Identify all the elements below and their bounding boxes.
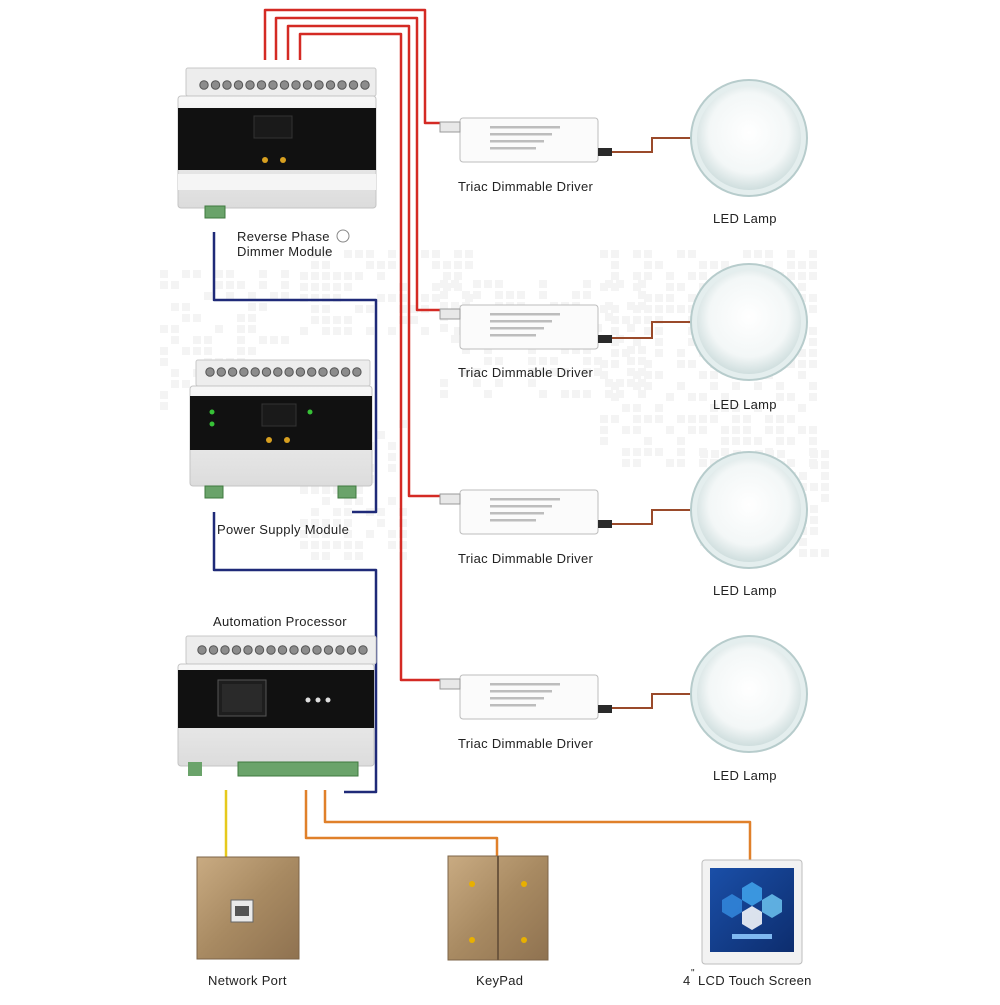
dimmer-label-line1: Reverse Phase <box>237 229 330 244</box>
terminal-screw <box>231 645 242 655</box>
terminal-screw <box>284 367 294 377</box>
terminal-screw <box>220 645 230 655</box>
terminal-screw <box>360 80 370 90</box>
driver-label-2: Triac Dimmable Driver <box>458 365 593 380</box>
terminal-screw <box>205 367 215 377</box>
terminal-screw <box>323 645 334 655</box>
touchscreen-size: 4 <box>683 973 691 988</box>
terminal-screw <box>210 80 221 90</box>
terminal-screw <box>222 80 232 90</box>
power-supply-module[interactable] <box>189 359 373 499</box>
keypad-device[interactable] <box>447 855 549 961</box>
terminal-screw <box>335 645 345 655</box>
lamp-label-3: LED Lamp <box>713 583 777 598</box>
terminal-screw <box>261 367 272 377</box>
lamp-group <box>690 79 808 753</box>
reverse-phase-dimmer-module[interactable] <box>177 67 377 219</box>
touchscreen-label: LCD Touch Screen <box>698 973 812 988</box>
terminal-screw <box>289 645 299 655</box>
terminal-screw <box>277 645 288 655</box>
led-lamp-1[interactable] <box>690 79 808 197</box>
terminal-screw <box>197 645 207 655</box>
terminal-screw <box>295 367 306 377</box>
terminal-screw <box>314 80 324 90</box>
network-port-label: Network Port <box>208 973 287 988</box>
terminal-screw <box>300 645 311 655</box>
dimmer-label-line2: Dimmer Module <box>237 244 333 259</box>
lamp-wires <box>598 137 692 709</box>
terminal-screw <box>227 367 238 377</box>
terminal-screw <box>358 645 368 655</box>
keypad-wire <box>304 790 499 858</box>
terminal-screw <box>273 367 283 377</box>
device-wires <box>224 790 752 860</box>
status-indicator-icon <box>336 229 350 243</box>
automation-processor[interactable] <box>177 635 377 777</box>
terminal-screw <box>318 367 328 377</box>
terminal-screw <box>245 80 255 90</box>
triac-dimmable-driver-4[interactable] <box>439 674 612 720</box>
terminal-screw <box>325 80 336 90</box>
terminal-screw <box>291 80 301 90</box>
load-wire-3 <box>286 24 460 498</box>
load-wire-1 <box>263 8 460 125</box>
triac-dimmable-driver-2[interactable] <box>439 304 612 350</box>
terminal-screw <box>208 645 219 655</box>
led-lamp-2[interactable] <box>690 263 808 381</box>
triac-dimmable-driver-3[interactable] <box>439 489 612 535</box>
lamp-label-1: LED Lamp <box>713 211 777 226</box>
terminal-screw <box>352 367 362 377</box>
bus-wires <box>212 232 378 794</box>
terminal-screw <box>307 367 317 377</box>
led-lamp-3[interactable] <box>690 451 808 569</box>
terminal-screw <box>346 645 357 655</box>
processor-terminal-block <box>197 645 368 655</box>
driver-group <box>439 117 612 720</box>
terminal-screw <box>329 367 339 377</box>
bus-wire-power-to-processor <box>212 512 378 794</box>
bus-wire-dimmer-to-power <box>212 232 378 514</box>
driver-label-3: Triac Dimmable Driver <box>458 551 593 566</box>
driver-label-1: Triac Dimmable Driver <box>458 179 593 194</box>
touchscreen-wire <box>323 790 752 860</box>
terminal-screw <box>268 80 278 90</box>
terminal-screw <box>250 367 260 377</box>
driver-label-4: Triac Dimmable Driver <box>458 736 593 751</box>
terminal-screw <box>199 80 209 90</box>
terminal-screw <box>266 645 276 655</box>
processor-label: Automation Processor <box>213 614 347 629</box>
lamp-label-2: LED Lamp <box>713 397 777 412</box>
power-terminal-block <box>205 367 362 377</box>
network-port-device[interactable] <box>196 856 300 960</box>
terminal-screw <box>340 367 351 377</box>
terminal-screw <box>348 80 359 90</box>
terminal-screw <box>279 80 290 90</box>
terminal-screw <box>312 645 322 655</box>
terminal-screw <box>256 80 267 90</box>
dimmer-terminal-block <box>199 80 370 90</box>
load-wire-2 <box>274 16 460 312</box>
touchscreen-size-unit: " <box>691 968 695 979</box>
lcd-touch-screen-device[interactable] <box>701 859 803 965</box>
terminal-screw <box>302 80 313 90</box>
terminal-screw <box>243 645 253 655</box>
led-lamp-4[interactable] <box>690 635 808 753</box>
terminal-screw <box>216 367 227 377</box>
lamp-label-4: LED Lamp <box>713 768 777 783</box>
triac-dimmable-driver-1[interactable] <box>439 117 612 163</box>
load-wires <box>263 8 460 682</box>
load-wire-4 <box>298 32 460 682</box>
terminal-screw <box>239 367 249 377</box>
terminal-screw <box>337 80 347 90</box>
power-module-label: Power Supply Module <box>217 522 349 537</box>
keypad-label: KeyPad <box>476 973 523 988</box>
terminal-screw <box>254 645 265 655</box>
terminal-screw <box>233 80 244 90</box>
